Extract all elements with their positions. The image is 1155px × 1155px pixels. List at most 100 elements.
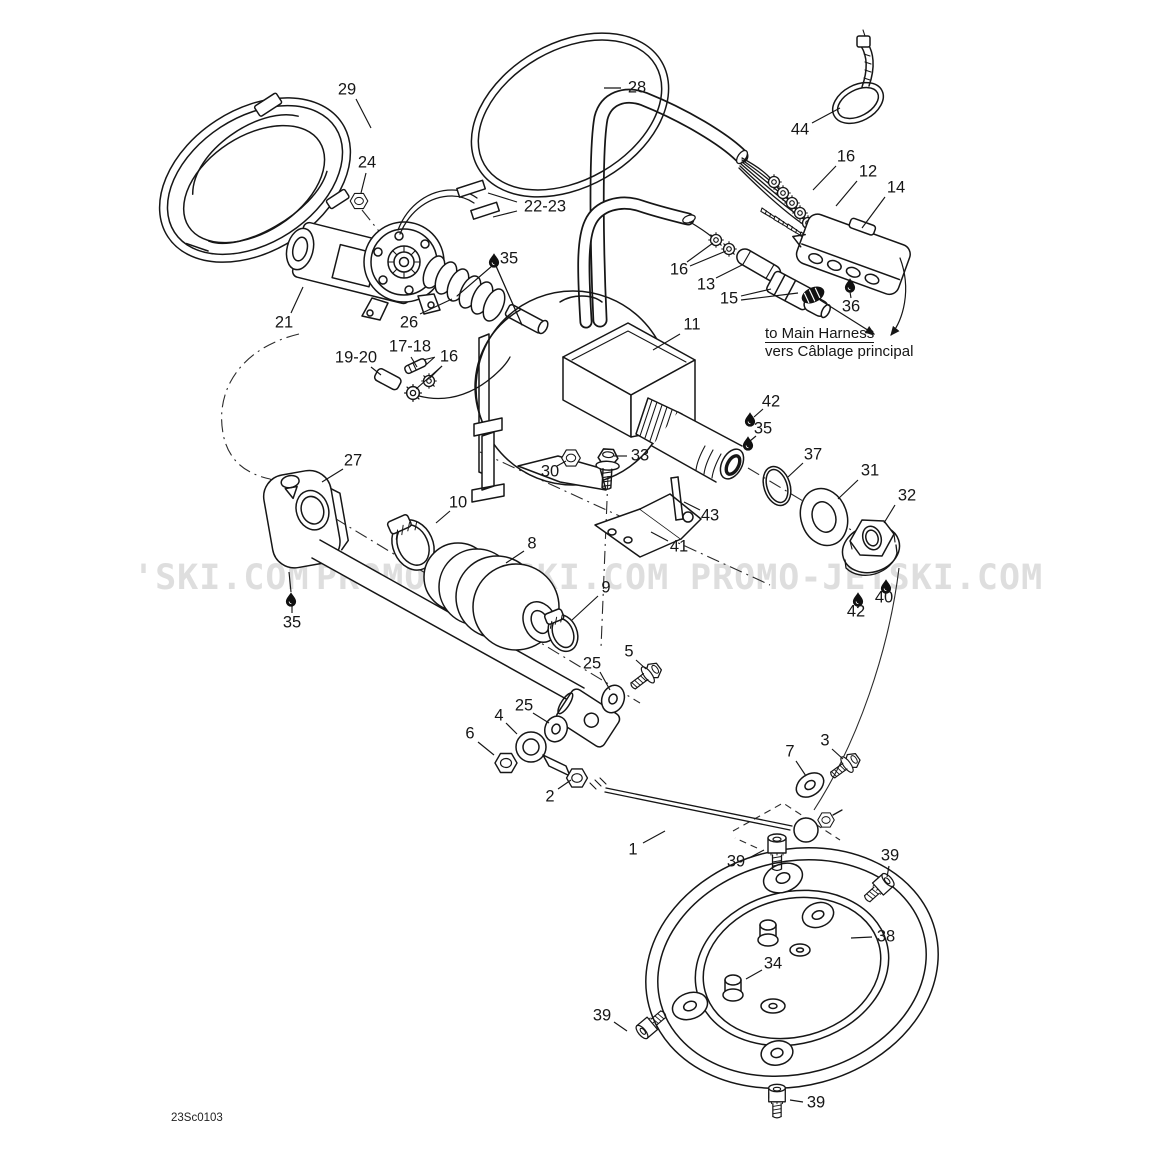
callout-15: 15 bbox=[719, 289, 739, 308]
callout-8: 8 bbox=[527, 534, 537, 553]
callout-35: 35 bbox=[753, 419, 773, 438]
callout-22-23: 22-23 bbox=[523, 197, 567, 216]
leader-line-16 bbox=[415, 365, 443, 390]
callout-42: 42 bbox=[761, 392, 781, 411]
lubricant-droplet-icon bbox=[488, 252, 500, 269]
leader-line-39 bbox=[748, 849, 765, 859]
callout-21: 21 bbox=[274, 313, 294, 332]
leader-line-17-18 bbox=[410, 356, 418, 368]
part-1-link-rod bbox=[589, 777, 819, 843]
leader-line-42 bbox=[753, 408, 764, 418]
leader-line-6 bbox=[477, 741, 495, 756]
part-26-worm-spring bbox=[422, 255, 549, 335]
leader-line-43 bbox=[683, 501, 701, 511]
leader-line-22-23 bbox=[487, 192, 518, 203]
leader-line-35 bbox=[749, 435, 757, 442]
callout-16: 16 bbox=[836, 147, 856, 166]
callout-17-18: 17-18 bbox=[388, 337, 432, 356]
part-31-washer bbox=[799, 487, 849, 547]
callout-24: 24 bbox=[357, 153, 377, 172]
leader-line-21 bbox=[290, 286, 304, 314]
leader-line-36 bbox=[849, 291, 852, 299]
leader-line-27 bbox=[321, 468, 344, 483]
leader-line-25 bbox=[532, 712, 550, 724]
leader-line-4 bbox=[505, 722, 518, 735]
part-19-20-coupler bbox=[373, 368, 402, 391]
callout-26: 26 bbox=[399, 313, 419, 332]
callout-2: 2 bbox=[545, 787, 555, 806]
leader-line-35 bbox=[495, 265, 523, 326]
callout-16: 16 bbox=[669, 260, 689, 279]
callout-5: 5 bbox=[624, 642, 634, 661]
harness-note-en: to Main Harness bbox=[765, 325, 875, 343]
part-21-trim-motor bbox=[285, 221, 445, 321]
leader-line-39 bbox=[886, 865, 890, 878]
part-36-caps bbox=[801, 286, 825, 304]
leader-line-39 bbox=[613, 1021, 628, 1032]
part-4-rod-end bbox=[515, 731, 571, 777]
callout-31: 31 bbox=[860, 461, 880, 480]
callout-25: 25 bbox=[582, 654, 602, 673]
leader-line-12 bbox=[835, 180, 858, 207]
part-41-bracket bbox=[594, 493, 702, 558]
leader-line-35 bbox=[456, 265, 493, 297]
routing-curve bbox=[813, 567, 900, 811]
leader-line-29 bbox=[355, 98, 372, 129]
leader-line-7 bbox=[795, 760, 807, 777]
leader-line-25 bbox=[599, 671, 611, 691]
callout-36: 36 bbox=[841, 297, 861, 316]
leader-line-13 bbox=[715, 264, 743, 279]
callout-leaders bbox=[285, 87, 896, 1103]
callout-1: 1 bbox=[628, 840, 638, 859]
callout-42: 42 bbox=[846, 602, 866, 621]
callout-34: 34 bbox=[763, 954, 783, 973]
leader-line-31 bbox=[837, 479, 859, 500]
leader-line-34 bbox=[745, 969, 763, 980]
callout-41: 41 bbox=[669, 537, 689, 556]
leader-line-14 bbox=[861, 196, 886, 229]
part-25-washers bbox=[543, 684, 626, 743]
leader-line-24 bbox=[360, 172, 367, 194]
leader-line-1 bbox=[642, 830, 666, 844]
leader-line-16 bbox=[686, 242, 714, 263]
part-22-23-terminals bbox=[397, 179, 501, 235]
leader-line-44 bbox=[811, 107, 841, 124]
leader-line-41 bbox=[650, 531, 669, 542]
harness-note-fr: vers Câblage principal bbox=[765, 343, 914, 360]
callout-27: 27 bbox=[343, 451, 363, 470]
watermark-text: 'SKI.COM bbox=[133, 558, 310, 598]
leader-line-5 bbox=[635, 659, 647, 670]
callout-6: 6 bbox=[465, 724, 475, 743]
part-7-washer bbox=[795, 772, 825, 798]
lubricant-droplet-icon bbox=[285, 591, 297, 608]
part-32-flange-nut bbox=[841, 519, 901, 576]
leader-line-2 bbox=[557, 779, 572, 790]
leader-line-9 bbox=[571, 595, 599, 621]
leader-line-22-23 bbox=[492, 210, 518, 218]
callout-39: 39 bbox=[592, 1006, 612, 1025]
leader-line-15 bbox=[740, 288, 772, 297]
callout-39: 39 bbox=[726, 852, 746, 871]
part-9-hose-clamp bbox=[543, 608, 579, 653]
callout-44: 44 bbox=[790, 120, 810, 139]
part-8-bellows bbox=[423, 542, 560, 651]
callout-14: 14 bbox=[886, 178, 906, 197]
callout-10: 10 bbox=[448, 493, 468, 512]
leader-line-3 bbox=[831, 748, 844, 760]
part-38-support-ring bbox=[645, 847, 939, 1089]
cable-conduit-lower bbox=[577, 196, 696, 329]
callout-40: 40 bbox=[874, 588, 894, 607]
leader-line-11 bbox=[652, 333, 681, 351]
part-37-oring bbox=[762, 465, 792, 507]
leader-line-10 bbox=[435, 510, 451, 524]
leader-line-38 bbox=[850, 936, 873, 939]
leader-line-19-20 bbox=[370, 366, 382, 376]
part-43-pin bbox=[670, 476, 684, 521]
callout-30: 30 bbox=[540, 462, 560, 481]
leader-line-15 bbox=[740, 292, 799, 301]
callout-16: 16 bbox=[439, 347, 459, 366]
part-34-bushings bbox=[722, 919, 811, 1014]
part-44-cable-tie bbox=[831, 29, 885, 125]
leader-line-30 bbox=[556, 460, 567, 467]
